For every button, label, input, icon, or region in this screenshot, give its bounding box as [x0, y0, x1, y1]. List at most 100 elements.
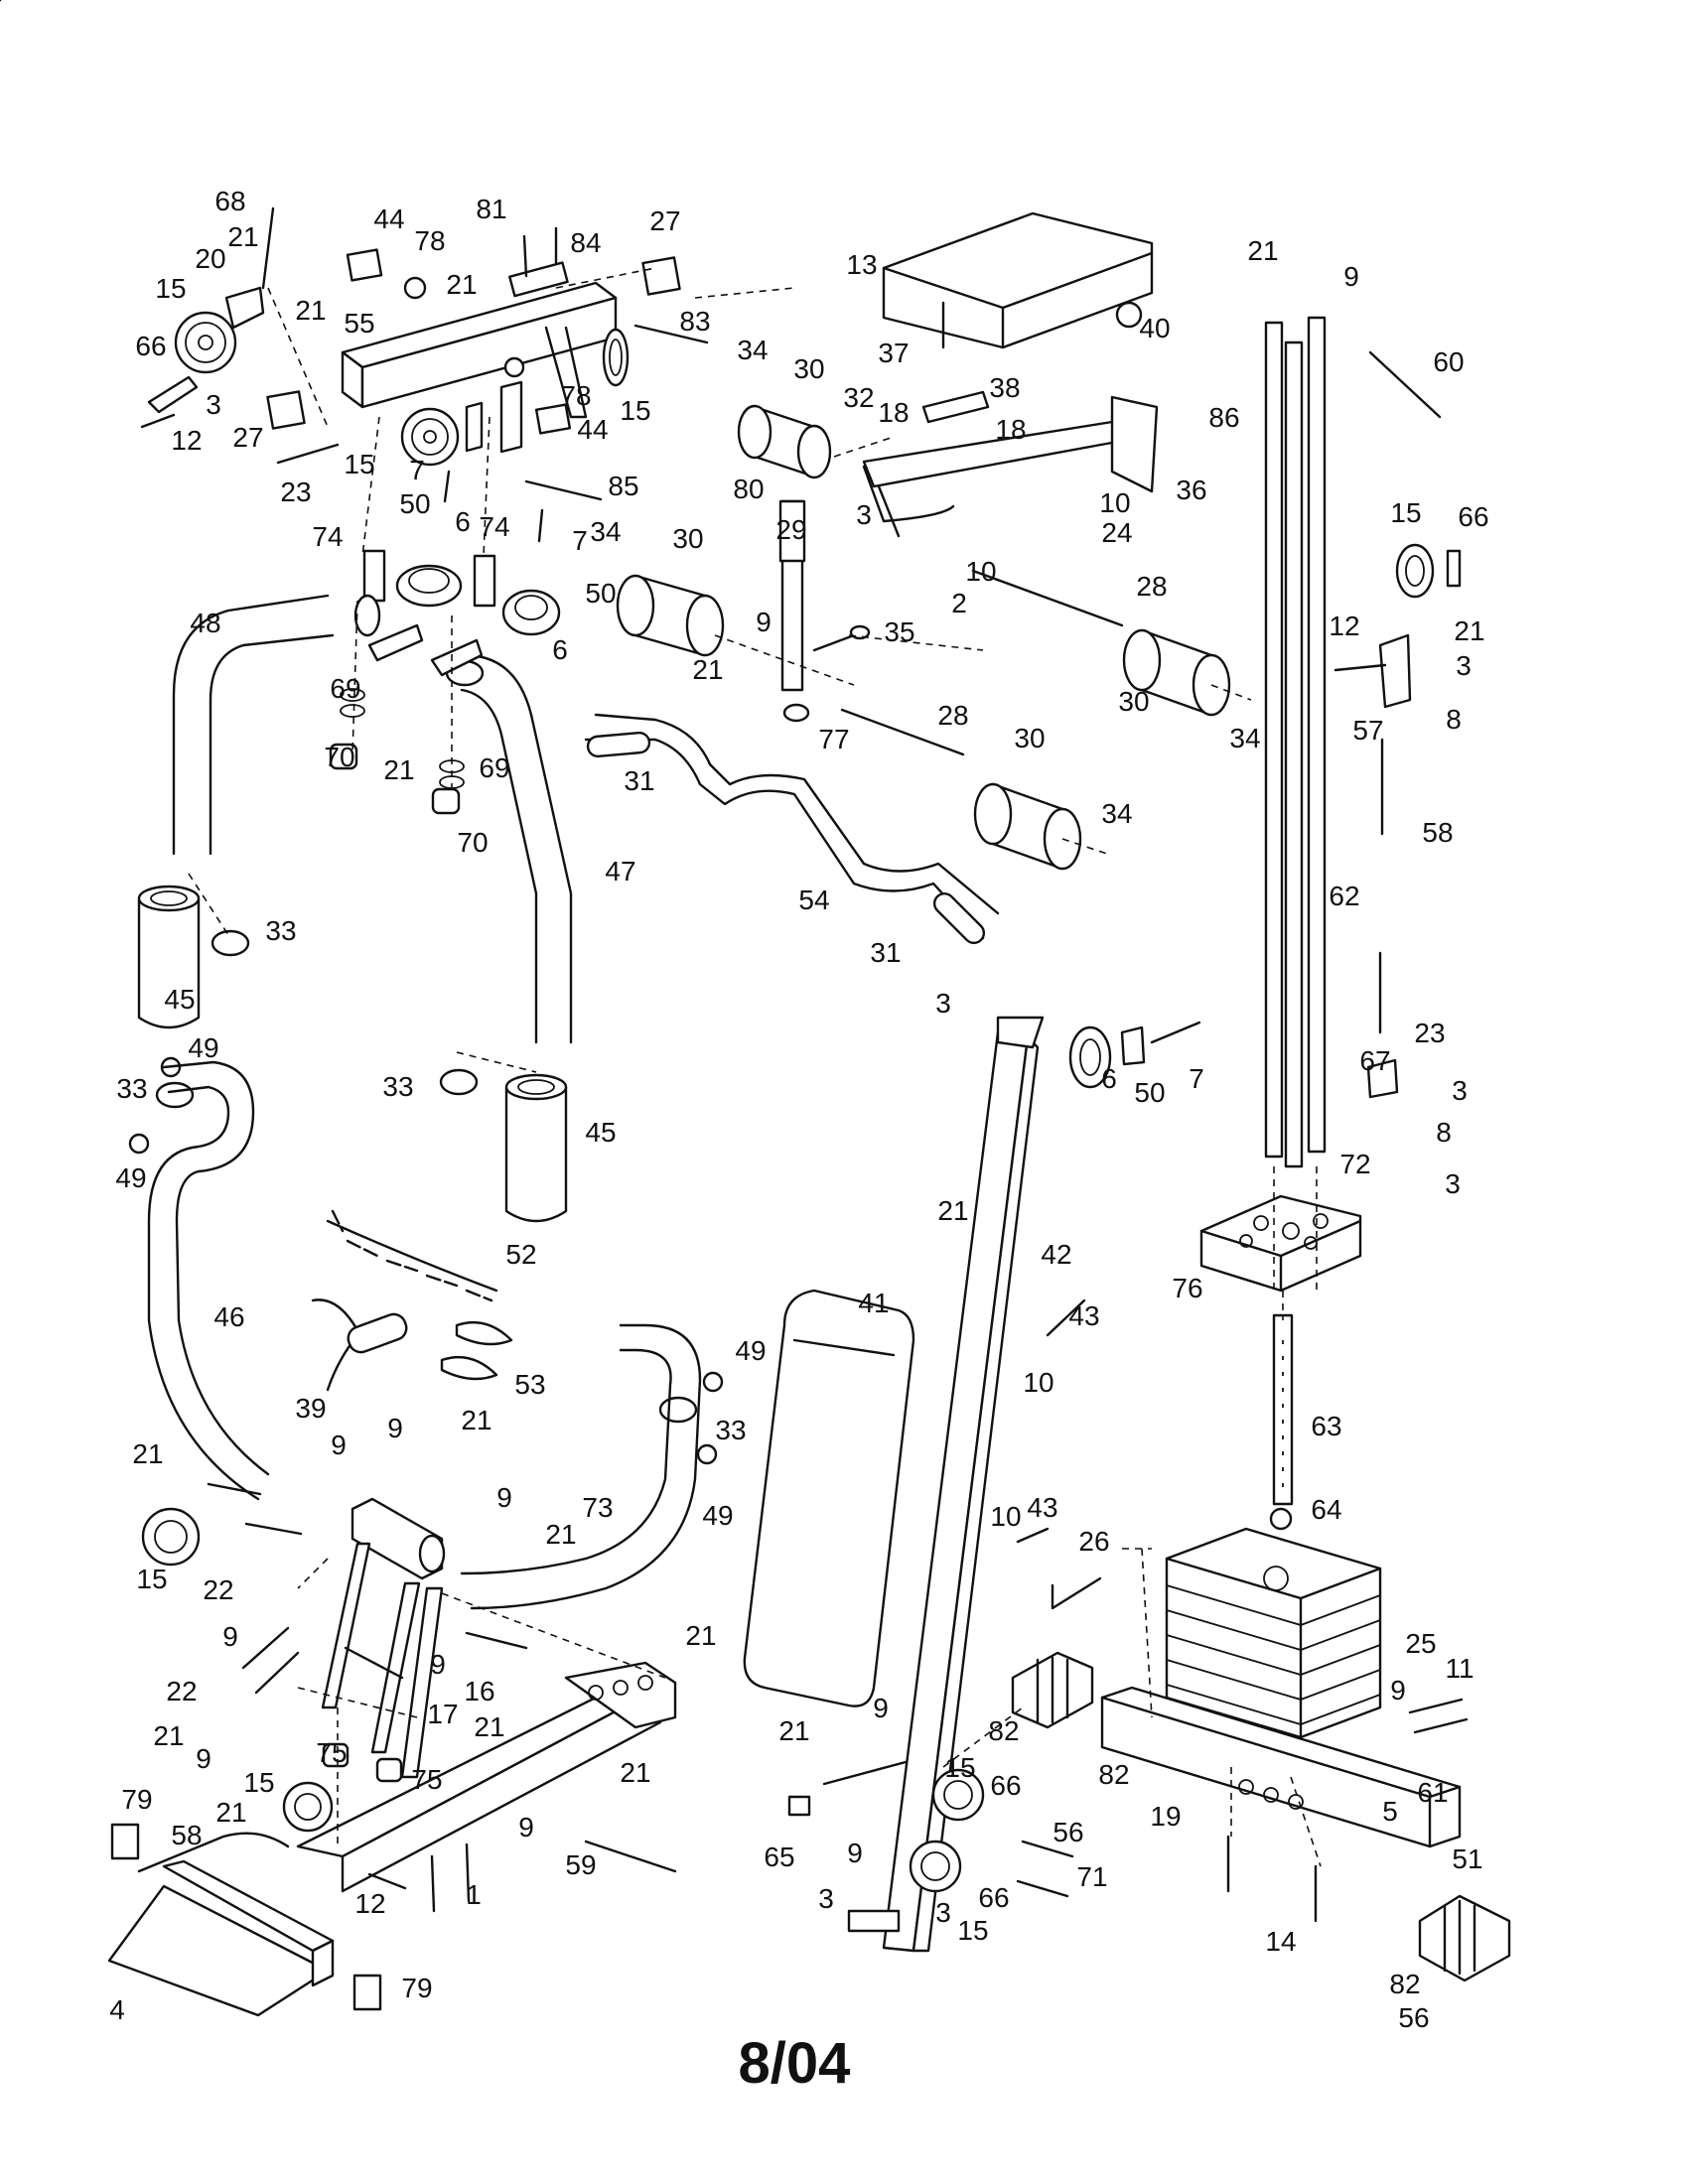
- part-callout-55: 55: [344, 308, 374, 339]
- cap-77: [782, 703, 810, 723]
- part-callout-15: 15: [957, 1915, 988, 1946]
- part-callout-66: 66: [135, 331, 166, 361]
- arm-48-inner: [209, 633, 335, 856]
- part-callout-23: 23: [1414, 1018, 1445, 1048]
- part-callout-75: 75: [316, 1737, 347, 1768]
- part-callout-50: 50: [1134, 1077, 1165, 1108]
- end-cap-27-left: [266, 390, 306, 430]
- end-cap-27-right: [641, 256, 681, 296]
- bushing-70a: [329, 743, 358, 770]
- part-callout-21: 21: [620, 1757, 650, 1788]
- part-callout-36: 36: [1176, 475, 1206, 505]
- part-callout-15: 15: [620, 395, 650, 426]
- part-callout-46: 46: [213, 1301, 244, 1332]
- part-callout-43: 43: [1027, 1492, 1057, 1523]
- spacer-74-right: [473, 554, 496, 608]
- part-callout-21: 21: [132, 1438, 163, 1469]
- part-callout-62: 62: [1329, 881, 1359, 911]
- spacer-74-left: [362, 549, 386, 603]
- leg-lever-36: [862, 395, 1159, 538]
- part-callout-7: 7: [409, 455, 425, 485]
- end-cap-79b: [352, 1974, 382, 2011]
- part-callout-23: 23: [280, 477, 311, 507]
- part-callout-10: 10: [990, 1501, 1021, 1532]
- cap-33-b: [155, 1081, 195, 1109]
- base-frame-left: [296, 1661, 677, 1893]
- part-callout-21: 21: [545, 1519, 576, 1550]
- part-callout-21: 21: [474, 1711, 504, 1742]
- part-callout-29: 29: [775, 514, 806, 545]
- part-callout-3: 3: [1452, 1075, 1468, 1106]
- cap-44-top: [346, 248, 383, 282]
- part-callout-30: 30: [793, 353, 824, 384]
- bracket-50-left: [367, 623, 424, 662]
- bolt-1b: [465, 1843, 471, 1903]
- part-callout-9: 9: [756, 607, 772, 637]
- part-callout-34: 34: [590, 516, 621, 547]
- part-callout-74: 74: [479, 511, 509, 542]
- cap-78: [403, 276, 427, 300]
- part-callout-14: 14: [1265, 1926, 1296, 1957]
- part-callout-9: 9: [196, 1743, 211, 1774]
- part-callout-33: 33: [116, 1073, 147, 1104]
- pulley-15-base: [282, 1781, 334, 1833]
- bolt-12-right: [1333, 663, 1387, 672]
- part-callout-9: 9: [222, 1621, 238, 1652]
- bolt-11b: [1413, 1717, 1469, 1734]
- grip-31-left: [586, 731, 651, 758]
- part-callout-41: 41: [858, 1288, 889, 1318]
- pulley-15-rail-upper: [931, 1768, 985, 1822]
- bolt-43b: [1016, 1527, 1050, 1544]
- base-5-right: [1100, 1686, 1462, 1848]
- part-callout-2: 2: [951, 588, 967, 618]
- part-callout-78: 78: [560, 380, 591, 411]
- part-callout-27: 27: [649, 205, 680, 236]
- part-callout-59: 59: [565, 1849, 596, 1880]
- pulley-15-lower-left: [141, 1507, 201, 1567]
- part-callout-70: 70: [324, 742, 354, 772]
- part-callout-38: 38: [989, 372, 1020, 403]
- bolt-12: [140, 413, 176, 429]
- cap-33-c: [439, 1068, 479, 1096]
- part-callout-75: 75: [411, 1764, 442, 1795]
- part-callout-21: 21: [446, 269, 477, 300]
- cap-44-mid: [534, 403, 572, 435]
- part-callout-18: 18: [995, 414, 1026, 445]
- part-callout-3: 3: [856, 499, 872, 530]
- part-callout-81: 81: [476, 194, 506, 224]
- part-callout-34: 34: [1101, 798, 1132, 829]
- part-callout-34: 34: [737, 335, 768, 365]
- part-callout-79: 79: [401, 1973, 432, 2003]
- part-callout-49: 49: [702, 1500, 733, 1531]
- pin-64: [1269, 1507, 1293, 1531]
- handle-39: [311, 1298, 408, 1392]
- part-callout-30: 30: [672, 523, 703, 554]
- part-callout-22: 22: [203, 1574, 233, 1605]
- revision-date: 8/04: [738, 2031, 851, 2096]
- arm-73-inner: [470, 1323, 702, 1610]
- part-callout-82: 82: [1098, 1759, 1129, 1790]
- part-callout-13: 13: [846, 249, 877, 280]
- cap-49-c: [702, 1371, 724, 1393]
- arm-pivot-tube: [351, 1497, 446, 1580]
- part-callout-56: 56: [1398, 2002, 1429, 2033]
- tube-28-upper: [971, 569, 1124, 627]
- part-callout-76: 76: [1172, 1273, 1202, 1303]
- seat-bracket-37: [921, 390, 990, 424]
- bolt-83: [633, 324, 709, 344]
- part-callout-7: 7: [1189, 1063, 1204, 1094]
- part-callout-6: 6: [552, 634, 568, 665]
- foam-pad-45-lower: [504, 1073, 568, 1223]
- cap-33-a: [210, 929, 250, 957]
- part-callout-86: 86: [1208, 402, 1239, 433]
- bushing-75a: [322, 1742, 350, 1768]
- cable-58-lower: [137, 1835, 225, 1873]
- pulley-15-top-left: [147, 286, 265, 414]
- part-callout-15: 15: [155, 273, 186, 304]
- part-callout-21: 21: [227, 221, 258, 252]
- tube-28-lower: [840, 708, 965, 756]
- part-callout-73: 73: [582, 1492, 613, 1523]
- bolt-16: [465, 1631, 528, 1650]
